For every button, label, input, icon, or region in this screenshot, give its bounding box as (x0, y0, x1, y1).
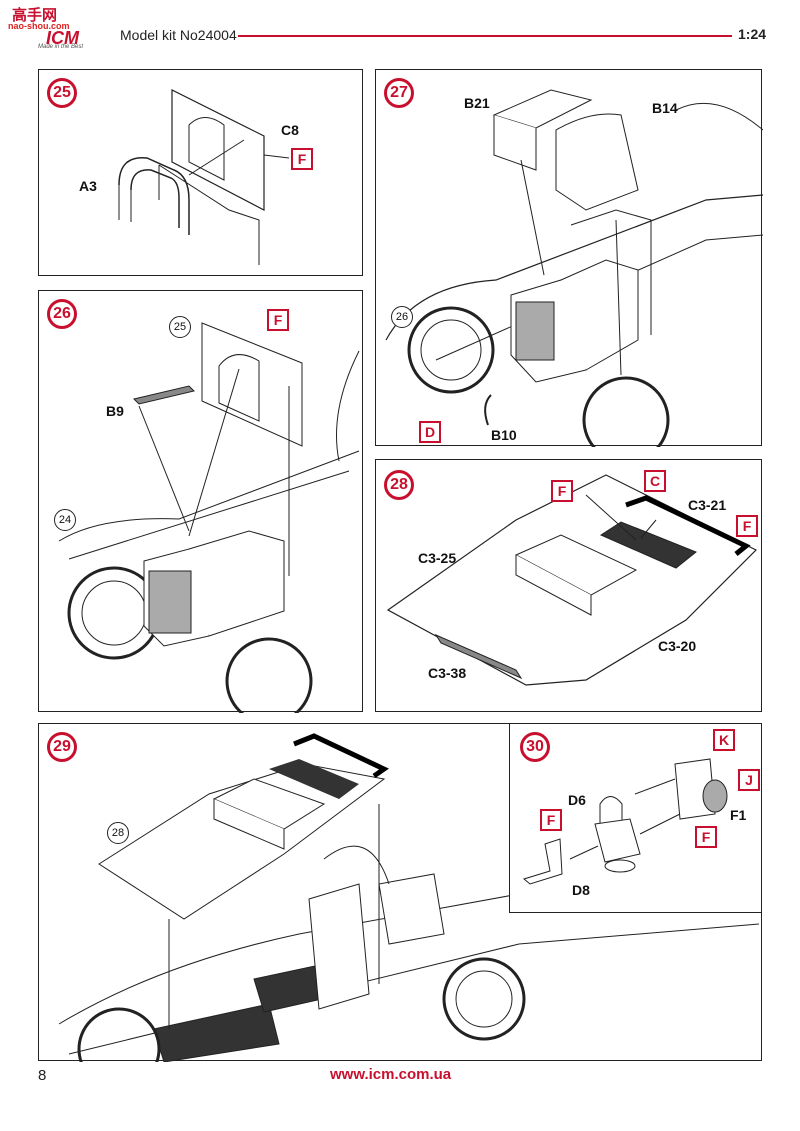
drawing-27 (385, 89, 763, 447)
panel-step-28: 28 C3-21 C3-25 C3-20 C3-38 F C F (375, 459, 762, 712)
step-number: 26 (47, 299, 77, 329)
part-label-c3-25: C3-25 (418, 550, 457, 566)
paint-tag-j: J (738, 769, 760, 791)
drawing-29 (58, 733, 760, 1062)
part-label-c3-21: C3-21 (688, 497, 727, 513)
drawing-30 (522, 758, 728, 885)
part-label-b10: B10 (491, 427, 517, 443)
part-label-d8: D8 (572, 882, 590, 898)
footer-url[interactable]: www.icm.com.ua (330, 1066, 452, 1083)
paint-tag-f: F (291, 148, 313, 170)
part-label-f1: F1 (730, 807, 747, 823)
logo-site-text: nao-shou.com (8, 21, 70, 31)
part-label-a3: A3 (79, 178, 97, 194)
step-number: 27 (384, 78, 414, 108)
part-label-b9: B9 (106, 403, 124, 419)
page-number: 8 (38, 1067, 47, 1084)
ref-step-28: 28 (107, 822, 129, 844)
step-number: 28 (384, 470, 414, 500)
ref-step-25: 25 (169, 316, 191, 338)
kit-label: Model kit No24004 (120, 27, 237, 43)
panel-step-26: 26 25 24 B9 F (38, 290, 363, 713)
header-rule (238, 35, 732, 37)
step-number: 25 (47, 78, 77, 108)
part-label-c3-38: C3-38 (428, 665, 467, 681)
paint-tag-c: C (644, 470, 666, 492)
logo: 高手网 nao-shou.com ICM Made in the Best (6, 4, 102, 50)
part-label-c8: C8 (281, 122, 299, 138)
paint-tag-d: D (419, 421, 441, 443)
panel-step-27: 27 26 B21 B14 B10 D (375, 69, 763, 447)
drawing-26 (58, 322, 360, 713)
scale-label: 1:24 (738, 26, 767, 42)
panel-step-30: 30 D6 F1 D8 K J F F (509, 723, 762, 913)
ref-step-24: 24 (54, 509, 76, 531)
part-label-b14: B14 (652, 100, 678, 116)
ref-step-26: 26 (391, 306, 413, 328)
paint-tag-f: F (736, 515, 758, 537)
drawing-28 (386, 474, 758, 686)
paint-tag-f: F (695, 826, 717, 848)
panel-step-25: 25 C8 A3 F (38, 69, 363, 276)
paint-tag-f: F (267, 309, 289, 331)
part-label-d6: D6 (568, 792, 586, 808)
part-label-b21: B21 (464, 95, 490, 111)
paint-tag-f: F (540, 809, 562, 831)
paint-tag-k: K (713, 729, 735, 751)
logo-top-text: 高手网 (12, 7, 58, 24)
step-number: 29 (47, 732, 77, 762)
tagline-text: Made in the Best (38, 44, 84, 50)
drawing-25 (118, 89, 290, 265)
paint-tag-f: F (551, 480, 573, 502)
part-label-c3-20: C3-20 (658, 638, 697, 654)
brand-text: ICM (46, 28, 79, 48)
step-number: 30 (520, 732, 550, 762)
